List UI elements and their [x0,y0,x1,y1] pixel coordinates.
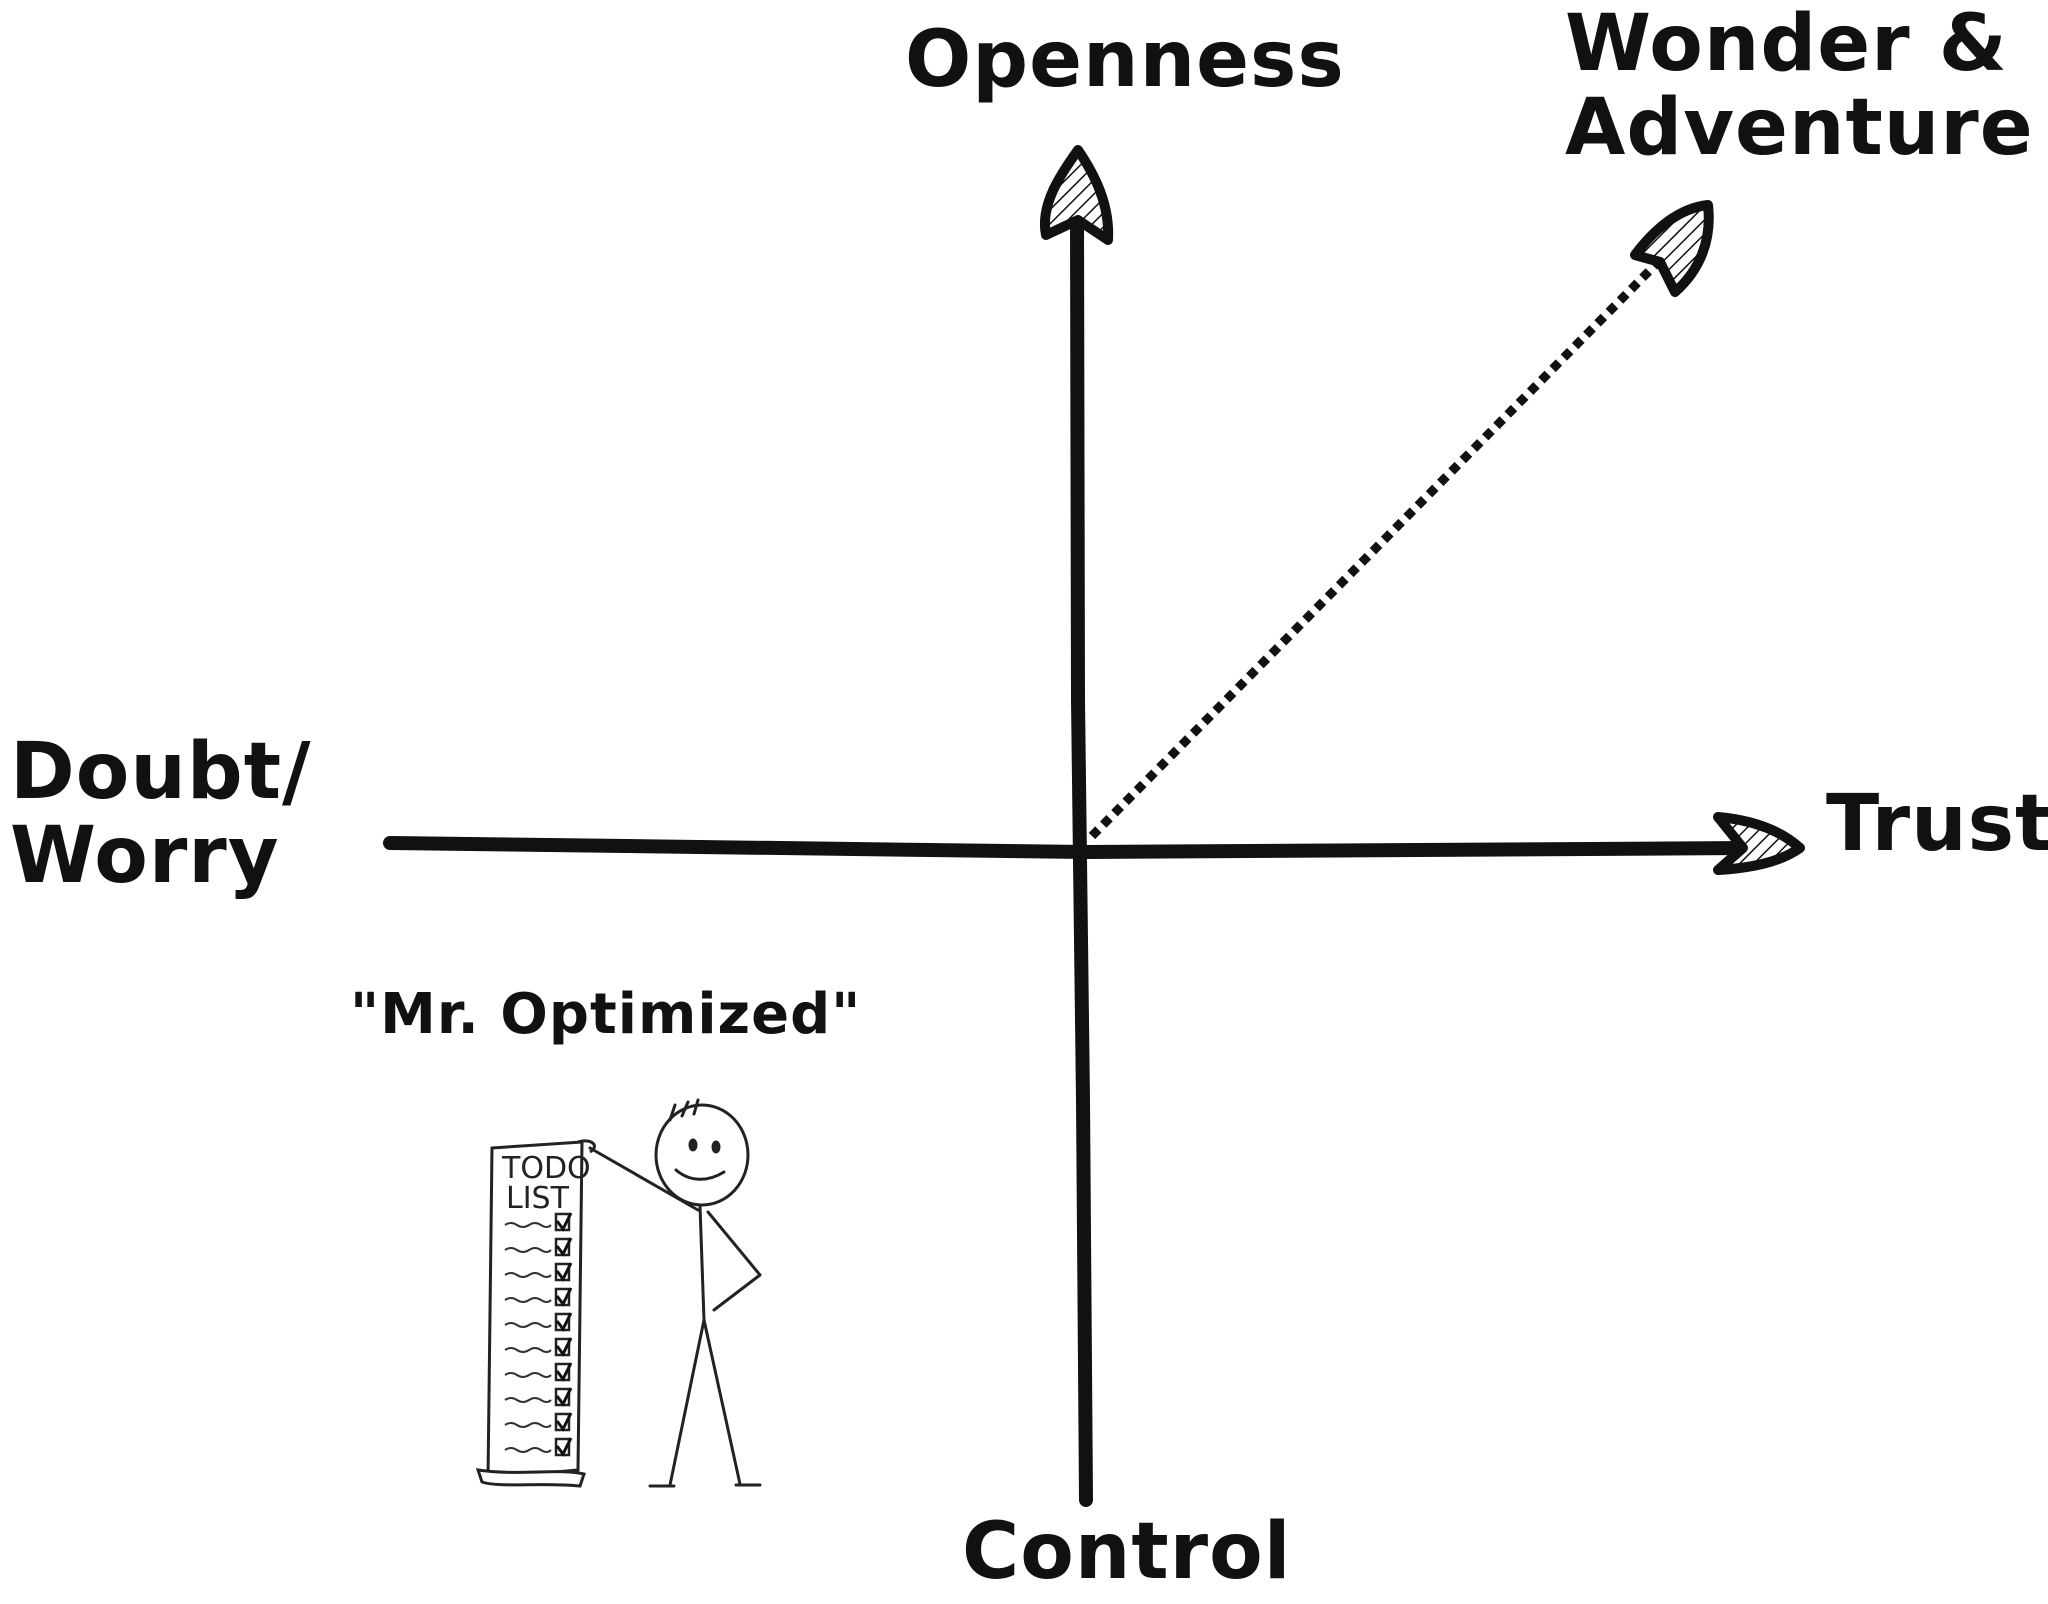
todo-checkmark [555,1312,573,1332]
trust-label: Trust [1826,779,2048,869]
diagonal-arrowhead [1630,200,1714,297]
todo-title-line1: TODO [501,1151,591,1186]
todo-checkmark [555,1337,573,1357]
todo-checkmark [555,1387,573,1407]
up-arrowhead [1039,145,1114,245]
doubt-label-line1: Doubt/ [10,727,312,817]
todo-items [504,1212,573,1457]
todo-item-scribble [504,1247,552,1253]
todo-title-line2: LIST [506,1181,570,1216]
horizontal-axis [383,836,1752,860]
todo-item-scribble [504,1272,552,1278]
todo-checkmark [555,1412,573,1432]
doubt-label-line2: Worry [10,811,280,902]
right-arrowhead [1713,812,1805,875]
todo-item-scribble [504,1372,552,1378]
control-label: Control [962,1507,1292,1597]
vertical-axis [1070,213,1093,1507]
todo-item-scribble [504,1397,552,1403]
diagonal-dashed-line [1088,256,1664,840]
todo-checkmark [555,1362,573,1382]
todo-item-scribble [504,1322,552,1328]
todo-checkmark [555,1237,573,1257]
openness-label: Openness [905,15,1345,105]
todo-item-scribble [504,1422,552,1428]
todo-scroll: TODO LIST [475,1139,596,1488]
todo-item-scribble [504,1297,552,1303]
todo-checkmark [555,1262,573,1282]
todo-item-scribble [504,1222,552,1228]
mr-optimized-label: "Mr. Optimized" [350,982,862,1047]
wonder-label-line1: Wonder & [1565,0,2008,89]
doubt-worry-label: Doubt/ Worry [10,727,312,902]
stick-figure [588,1098,762,1488]
wonder-label-line2: Adventure [1565,83,2034,174]
todo-item-scribble [504,1447,552,1453]
todo-checkmark [555,1287,573,1307]
todo-item-scribble [504,1347,552,1353]
todo-checkmark [555,1212,573,1232]
todo-checkmark [555,1437,573,1457]
wonder-adventure-label: Wonder & Adventure [1565,0,2034,174]
